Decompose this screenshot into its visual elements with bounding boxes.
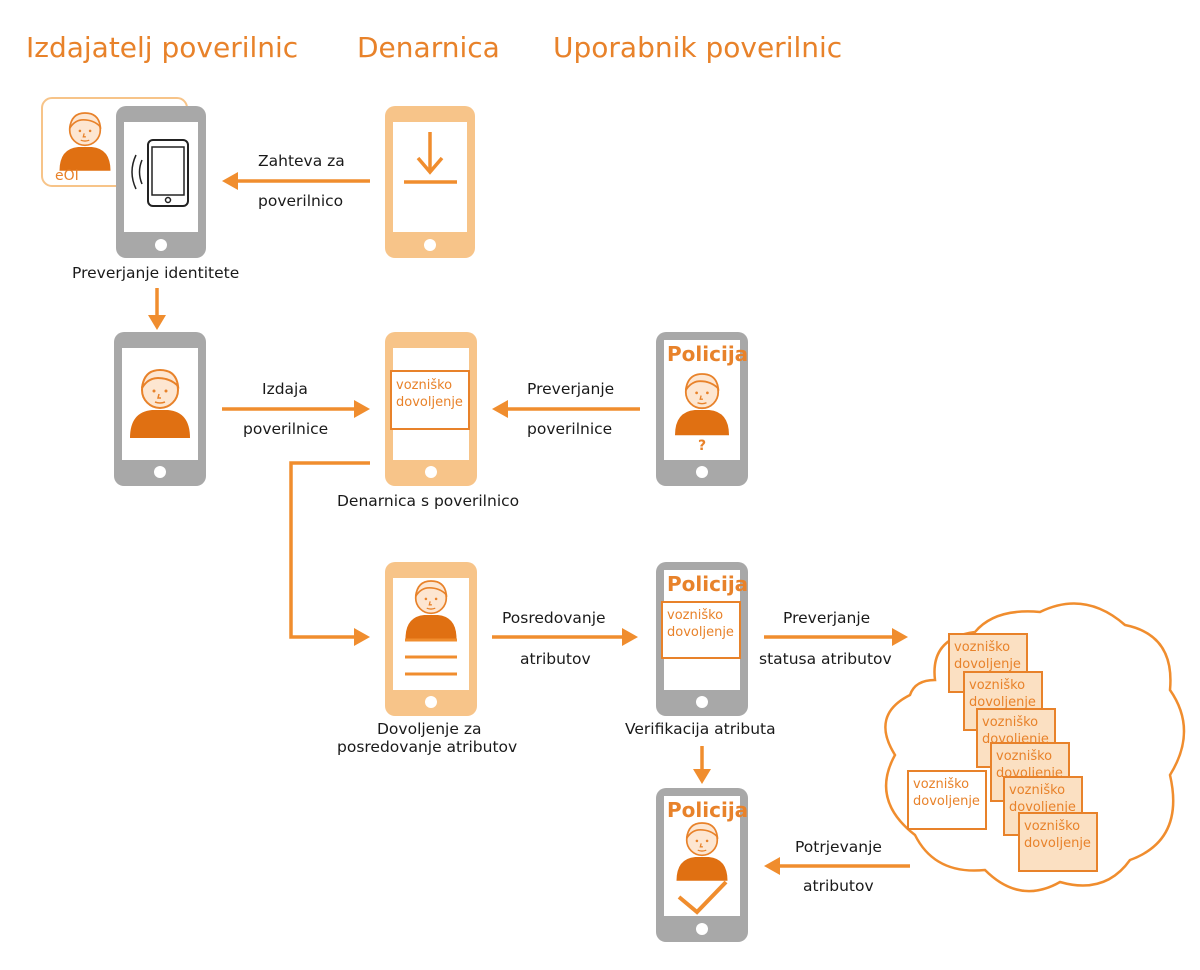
label-forward-1: Posredovanje: [502, 609, 606, 627]
label-consent-2: posredovanje atributov: [337, 738, 517, 756]
header-wallet: Denarnica: [357, 31, 500, 64]
arrow-verify-cred: [492, 400, 640, 418]
wallet-phone-download: [385, 106, 475, 258]
arrow-confirm: [764, 857, 910, 875]
doc-line-1: vozniško: [396, 378, 452, 393]
download-icon: [404, 132, 457, 184]
arrow-request: [222, 172, 370, 190]
question-mark: ?: [698, 438, 706, 454]
issuer-phone-nfc: [116, 106, 206, 258]
doc-line-1: vozniško: [1009, 783, 1065, 798]
label-verify-cred-2: poverilnice: [527, 420, 612, 438]
stack-card: vozniško dovoljenje: [1003, 776, 1083, 836]
doc-line-1: vozniško: [996, 749, 1052, 764]
doc-line-2: dovoljenje: [969, 695, 1036, 710]
driving-license-card: vozniško dovoljenje: [661, 601, 741, 659]
label-status-1: Preverjanje: [783, 609, 870, 627]
arrow-to-consent: [289, 461, 370, 646]
stack-card: vozniško dovoljenje: [1018, 812, 1098, 872]
police-phone-question: Policija ?: [656, 332, 748, 486]
police-title: Policija: [667, 572, 748, 596]
label-confirm-2: atributov: [803, 877, 874, 895]
label-wallet-with-cred: Denarnica s poverilnico: [337, 492, 519, 510]
doc-line-1: vozniško: [954, 640, 1010, 655]
label-issue-1: Izdaja: [262, 380, 308, 398]
label-verify-cred-1: Preverjanje: [527, 380, 614, 398]
eoi-label: eOI: [55, 168, 79, 184]
label-confirm-1: Potrjevanje: [795, 838, 882, 856]
doc-line-2: dovoljenje: [913, 794, 980, 809]
arrow-down-issuer: [148, 288, 166, 330]
label-status-2: statusa atributov: [759, 650, 892, 668]
doc-line-2: dovoljenje: [396, 395, 463, 410]
header-issuer: Izdajatelj poverilnic: [26, 31, 298, 64]
doc-line-2: dovoljenje: [954, 657, 1021, 672]
label-request-2: poverilnico: [258, 192, 343, 210]
label-attr-verification: Verifikacija atributa: [625, 720, 776, 738]
issuer-phone-person: [114, 332, 206, 486]
doc-line-2: dovoljenje: [1024, 836, 1091, 851]
arrow-down-police: [693, 746, 711, 784]
checkmark-icon: [677, 880, 728, 915]
police-phone-confirmed: Policija: [656, 788, 748, 942]
arrow-status-check: [764, 628, 908, 646]
doc-line-2: dovoljenje: [1009, 800, 1076, 815]
doc-line-1: vozniško: [1024, 819, 1080, 834]
police-title: Policija: [667, 798, 748, 822]
license-stack: vozniško dovoljenje vozniško dovoljenje …: [907, 633, 1098, 872]
wallet-phone-consent: [385, 562, 477, 716]
police-title: Policija: [667, 342, 748, 366]
driving-license-card: vozniško dovoljenje: [390, 370, 470, 430]
label-identity-check: Preverjanje identitete: [72, 264, 239, 282]
doc-line-1: vozniško: [969, 678, 1025, 693]
label-forward-2: atributov: [520, 650, 591, 668]
header-user: Uporabnik poverilnic: [553, 31, 842, 64]
doc-line-1: vozniško: [913, 777, 969, 792]
doc-line-1: vozniško: [667, 608, 723, 623]
doc-line-2: dovoljenje: [667, 625, 734, 640]
wallet-phone-credential: vozniško dovoljenje: [385, 332, 477, 486]
nfc-phone-icon: [131, 139, 189, 207]
police-phone-license: Policija vozniško dovoljenje: [656, 562, 748, 716]
label-request-1: Zahteva za: [258, 152, 345, 170]
arrow-issue: [222, 400, 370, 418]
stack-card-white: vozniško dovoljenje: [907, 770, 987, 830]
doc-line-1: vozniško: [982, 715, 1038, 730]
label-consent-1: Dovoljenje za: [377, 720, 481, 738]
label-issue-2: poverilnice: [243, 420, 328, 438]
arrow-forward: [492, 628, 638, 646]
